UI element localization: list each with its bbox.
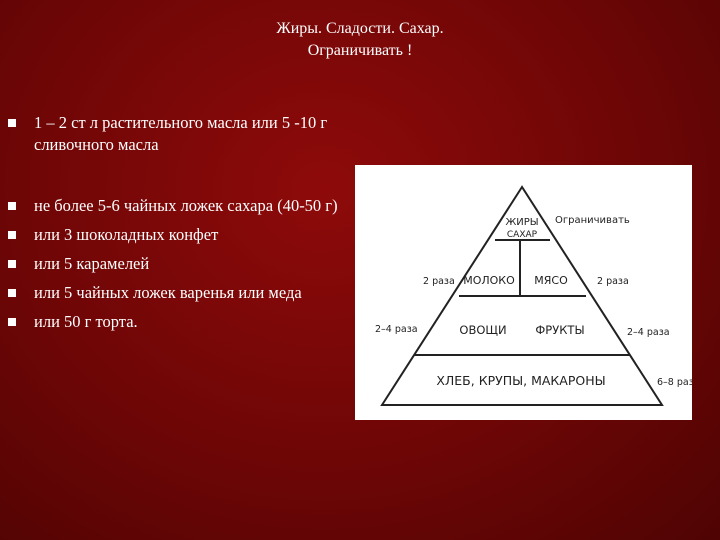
pyramid-outline (380, 185, 664, 406)
bullet-square-icon (8, 289, 16, 297)
food-pyramid-svg: ЖИРЫ САХАР Ограничивать МОЛОКО МЯСО 2 ра… (375, 185, 692, 406)
pyramid-base: ХЛЕБ, КРУПЫ, МАКАРОНЫ (436, 373, 605, 388)
pyramid-top-line-1: ЖИРЫ (505, 217, 538, 228)
sugar-bullet-list: не более 5-6 чайных ложек сахара (40-50 … (8, 195, 353, 340)
pyramid-top-line-2: САХАР (507, 230, 538, 240)
pyramid-tier3-right: 2–4 раза (627, 327, 670, 338)
pyramid-tier2-left: 2 раза (423, 276, 455, 287)
bullet-item: или 5 чайных ложек варенья или меда (8, 282, 353, 304)
bullet-text: или 50 г торта. (34, 312, 138, 331)
pyramid-milk: МОЛОКО (463, 274, 515, 287)
pyramid-veg: ОВОЩИ (459, 323, 506, 337)
food-pyramid-diagram: ЖИРЫ САХАР Ограничивать МОЛОКО МЯСО 2 ра… (355, 165, 692, 420)
pyramid-fruit: ФРУКТЫ (535, 323, 584, 337)
bullet-text: 1 – 2 ст л растительного масла или 5 -10… (34, 113, 328, 154)
bullet-square-icon (8, 231, 16, 239)
bullet-text: или 3 шоколадных конфет (34, 225, 219, 244)
slide-title-line-2: Ограничивать ! (307, 42, 413, 59)
bullet-square-icon (8, 119, 16, 127)
bullet-square-icon (8, 202, 16, 210)
pyramid-tier2-right: 2 раза (597, 276, 629, 287)
bullet-item: 1 – 2 ст л растительного масла или 5 -10… (8, 112, 353, 156)
bullet-item: не более 5-6 чайных ложек сахара (40-50 … (8, 195, 353, 217)
slide-title: Жиры. Сладости. Сахар. Ограничивать ! (160, 18, 560, 62)
bullet-text: не более 5-6 чайных ложек сахара (40-50 … (34, 196, 338, 215)
pyramid-tier4-right: 6–8 раз (657, 377, 692, 388)
slide-title-line-1: Жиры. Сладости. Сахар. (276, 20, 444, 37)
bullet-item: или 50 г торта. (8, 311, 353, 333)
oil-bullet-list: 1 – 2 ст л растительного масла или 5 -10… (8, 112, 353, 163)
bullet-text: или 5 чайных ложек варенья или меда (34, 283, 302, 302)
bullet-text: или 5 карамелей (34, 254, 150, 273)
bullet-item: или 5 карамелей (8, 253, 353, 275)
pyramid-top-note: Ограничивать (555, 215, 630, 226)
pyramid-triangle (380, 185, 664, 406)
bullet-item: или 3 шоколадных конфет (8, 224, 353, 246)
pyramid-tier3-left: 2–4 раза (375, 324, 418, 335)
pyramid-meat: МЯСО (534, 274, 568, 287)
bullet-square-icon (8, 260, 16, 268)
bullet-square-icon (8, 318, 16, 326)
